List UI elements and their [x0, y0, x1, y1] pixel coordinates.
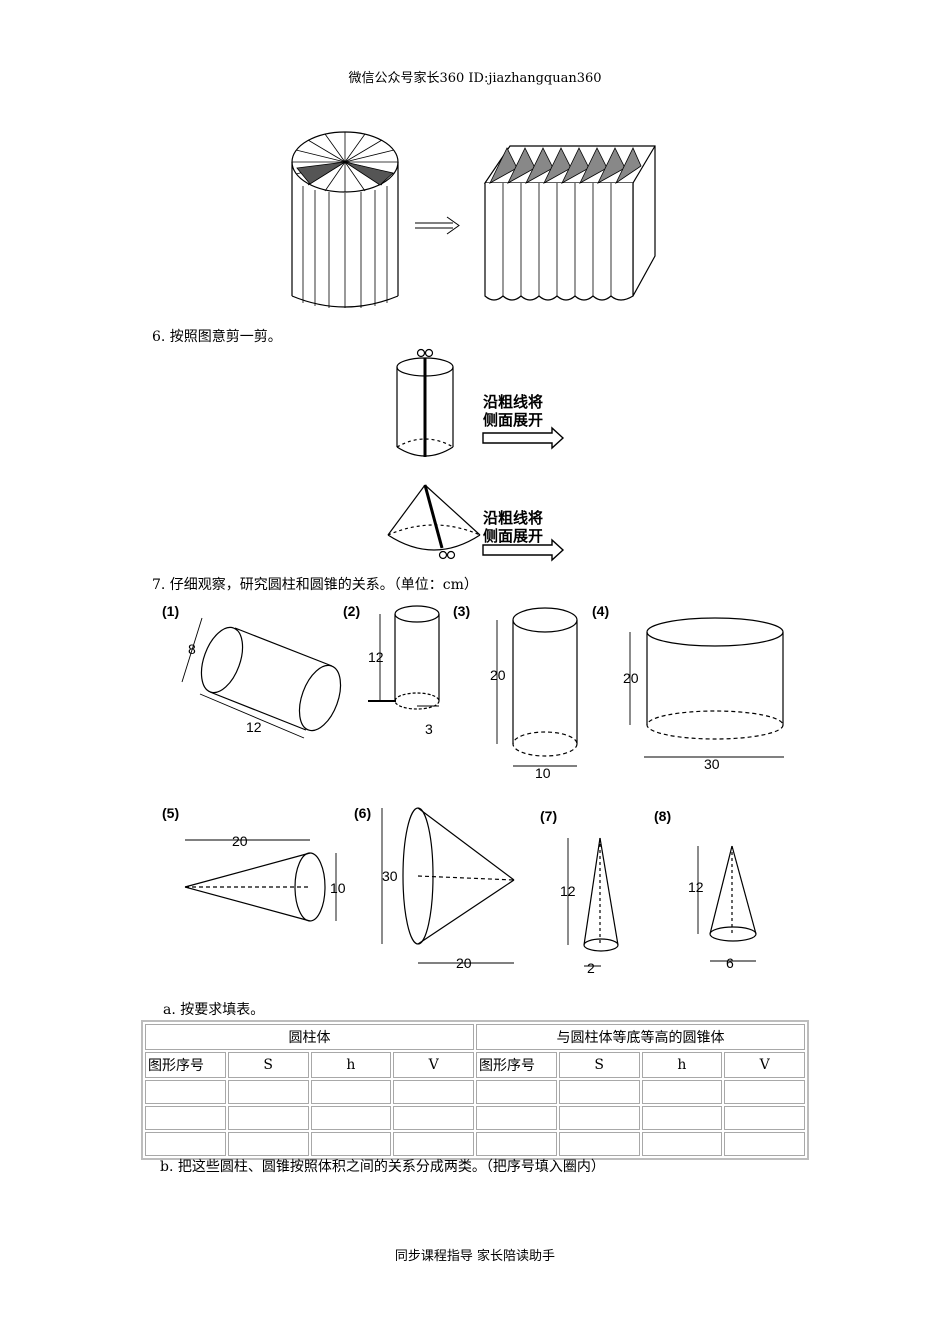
- column-header: h: [310, 1052, 392, 1078]
- table-cell[interactable]: [310, 1106, 392, 1130]
- arrow-text-top-line2: 侧面展开: [483, 411, 543, 429]
- arrow-text-top-line1: 沿粗线将: [483, 393, 543, 411]
- dim-label-2b: 3: [425, 721, 433, 737]
- figure-id-6: (6): [354, 805, 371, 821]
- column-header: S: [227, 1052, 309, 1078]
- dim-label-8a: 12: [688, 879, 704, 895]
- table-cell[interactable]: [476, 1132, 557, 1156]
- dim-label-6b: 20: [456, 955, 472, 971]
- arrow-right-icon: [482, 426, 565, 450]
- table-cell[interactable]: [145, 1106, 226, 1130]
- column-header: 图形序号: [476, 1052, 557, 1078]
- table-cell[interactable]: [724, 1106, 805, 1130]
- dim-label-5b: 10: [330, 880, 346, 896]
- page-header: 微信公众号家长360 ID:jiazhangquan360: [348, 71, 602, 86]
- column-header: V: [724, 1052, 805, 1078]
- dim-label-1b: 12: [246, 719, 262, 735]
- table-cell[interactable]: [558, 1132, 640, 1156]
- column-header: 图形序号: [145, 1052, 226, 1078]
- dim-label-4b: 30: [704, 756, 720, 772]
- dim-label-6a: 30: [382, 868, 398, 884]
- table-cell[interactable]: [641, 1080, 723, 1104]
- table-cell[interactable]: [145, 1132, 226, 1156]
- page-footer: 同步课程指导 家长陪读助手: [394, 1249, 556, 1264]
- dim-label-7a: 12: [560, 883, 576, 899]
- arrow-right-icon: [482, 538, 565, 562]
- part-a-label: a. 按要求填表。: [163, 1002, 265, 1018]
- figure-id-7: (7): [540, 808, 557, 824]
- dim-label-2a: 12: [368, 649, 384, 665]
- part-b-label: b. 把这些圆柱、圆锥按照体积之间的关系分成两类。（把序号填入圈内）: [160, 1159, 605, 1175]
- table-cell[interactable]: [558, 1080, 640, 1104]
- table-header-group-row: 圆柱体 与圆柱体等底等高的圆锥体: [145, 1024, 805, 1050]
- table-cell[interactable]: [558, 1106, 640, 1130]
- table-cell[interactable]: [310, 1080, 392, 1104]
- dim-label-5a: 20: [232, 833, 248, 849]
- dim-label-4a: 20: [623, 670, 639, 686]
- column-header: S: [558, 1052, 640, 1078]
- table-cell[interactable]: [476, 1106, 557, 1130]
- arrow-text-bottom-line2: 侧面展开: [483, 527, 543, 545]
- column-header: h: [641, 1052, 723, 1078]
- table-cell[interactable]: [641, 1132, 723, 1156]
- table-row: [145, 1080, 805, 1104]
- table-cell[interactable]: [476, 1080, 557, 1104]
- table-cell[interactable]: [724, 1080, 805, 1104]
- fill-table: 圆柱体 与圆柱体等底等高的圆锥体 图形序号 S h V 图形序号 S h V: [141, 1020, 809, 1160]
- unfold-illustration: 沿粗线将 侧面展开 沿粗线将 侧面展开: [387, 348, 565, 562]
- table-row: [145, 1106, 805, 1130]
- dim-label-3a: 20: [490, 667, 506, 683]
- question-7-title: 7. 仔细观察，研究圆柱和圆锥的关系。（单位：cm）: [152, 577, 478, 593]
- figure-id-8: (8): [654, 808, 671, 824]
- figure-id-3: (3): [453, 603, 470, 619]
- figure-id-5: (5): [162, 805, 179, 821]
- table-cell[interactable]: [393, 1080, 474, 1104]
- table-cell[interactable]: [310, 1132, 392, 1156]
- table-cell[interactable]: [393, 1132, 474, 1156]
- table-row: [145, 1132, 805, 1156]
- column-header: V: [393, 1052, 474, 1078]
- table-cell[interactable]: [227, 1080, 309, 1104]
- table-group-cone: 与圆柱体等底等高的圆锥体: [476, 1024, 805, 1050]
- table-cell[interactable]: [724, 1132, 805, 1156]
- dim-label-8b: 6: [726, 955, 734, 971]
- table-column-header-row: 图形序号 S h V 图形序号 S h V: [145, 1052, 805, 1078]
- table-cell[interactable]: [641, 1106, 723, 1130]
- table-cell[interactable]: [393, 1106, 474, 1130]
- dim-label-7b: 2: [587, 960, 595, 976]
- figure-id-2: (2): [343, 603, 360, 619]
- figure-id-1: (1): [162, 603, 179, 619]
- figure-id-4: (4): [592, 603, 609, 619]
- cylinder-slicing-illustration: [291, 131, 656, 308]
- table-cell[interactable]: [227, 1132, 309, 1156]
- table-cell[interactable]: [227, 1106, 309, 1130]
- dim-label-3b: 10: [535, 765, 551, 781]
- arrow-text-bottom-line1: 沿粗线将: [483, 509, 543, 527]
- shapes-figure: (1) (2) (3) (4) (5) (6) (7) (8): [162, 603, 784, 976]
- dim-label-1a: 8: [188, 641, 196, 657]
- question-6-title: 6. 按照图意剪一剪。: [152, 329, 282, 345]
- table-group-cylinder: 圆柱体: [145, 1024, 474, 1050]
- table-cell[interactable]: [145, 1080, 226, 1104]
